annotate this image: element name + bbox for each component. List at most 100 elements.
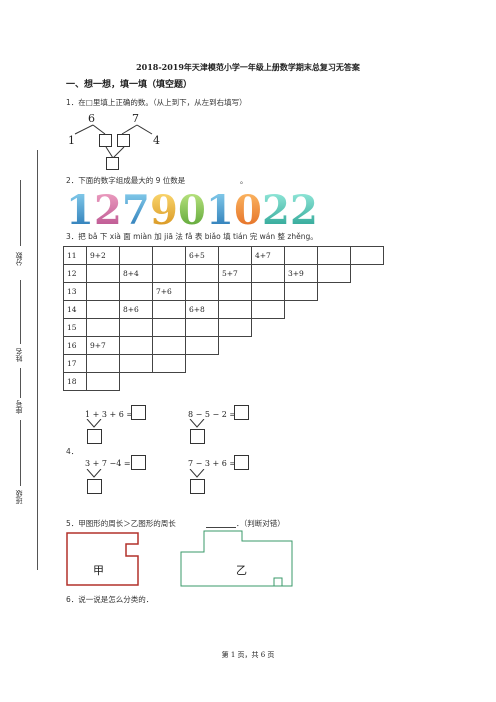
table-cell[interactable]: 7+6 [152, 282, 186, 301]
table-cell[interactable] [152, 318, 186, 337]
row-header-cell: 15 [63, 318, 87, 337]
table-row: 18 [63, 372, 384, 391]
expr-4-step-box[interactable] [190, 479, 205, 494]
table-cell[interactable]: 8+6 [119, 300, 153, 319]
answer-box-bottom[interactable] [106, 157, 119, 170]
empty-space [318, 373, 351, 391]
table-cell[interactable] [317, 264, 351, 283]
digit-2b: 2 [262, 187, 290, 230]
question-2-period: 。 [240, 176, 248, 185]
sidebar-class-label: 班级 [15, 490, 23, 504]
shape-a-label: 甲 [93, 564, 104, 577]
table-cell[interactable] [185, 336, 219, 355]
expr-2-answer-box[interactable] [234, 405, 249, 420]
section-heading: 一、想一想，填一填（填空题） [66, 80, 193, 90]
answer-box-right[interactable] [117, 134, 130, 147]
empty-space [186, 355, 219, 373]
empty-space [351, 283, 384, 301]
table-cell[interactable] [86, 372, 120, 391]
question-3-text: 3．把 bǎ 下 xià 面 miàn 加 jiā 法 fǎ 表 biǎo 填 … [66, 232, 318, 241]
table-cell[interactable] [119, 282, 153, 301]
row-header-cell: 13 [63, 282, 87, 301]
expr-2: 8 − 5 − 2 = [188, 410, 237, 419]
expr-1: 1 + 3 + 6 = [85, 410, 134, 419]
table-cell[interactable] [119, 336, 153, 355]
expr-3-step-box[interactable] [87, 479, 102, 494]
shape-a [66, 532, 139, 586]
table-cell[interactable] [218, 300, 252, 319]
expr-3-answer-box[interactable] [131, 455, 146, 470]
table-cell[interactable] [218, 246, 252, 265]
table-cell[interactable] [119, 318, 153, 337]
table-cell[interactable]: 9+7 [86, 336, 120, 355]
digit-9: 9 [150, 187, 178, 230]
table-cell[interactable] [251, 300, 285, 319]
empty-space [318, 337, 351, 355]
table-cell[interactable] [86, 282, 120, 301]
expr-4-answer-box[interactable] [234, 455, 249, 470]
empty-space [351, 301, 384, 319]
expr-4-bracket [189, 469, 205, 478]
expr-4: 7 − 3 + 6 = [188, 459, 237, 468]
page-footer: 第 1 页，共 6 页 [221, 651, 275, 659]
table-cell[interactable]: 4+7 [251, 246, 285, 265]
table-cell[interactable] [86, 264, 120, 283]
table-cell[interactable]: 8+4 [119, 264, 153, 283]
table-cell[interactable] [119, 246, 153, 265]
empty-space [252, 373, 285, 391]
table-cell[interactable] [152, 336, 186, 355]
empty-space [285, 373, 318, 391]
answer-box-left[interactable] [99, 134, 112, 147]
table-row: 17 [63, 354, 384, 373]
table-cell[interactable]: 6+5 [185, 246, 219, 265]
expr-1-answer-box[interactable] [131, 405, 146, 420]
table-cell[interactable] [152, 246, 186, 265]
shape-b [180, 530, 293, 587]
empty-space [285, 301, 318, 319]
table-cell[interactable]: 5+7 [218, 264, 252, 283]
table-row: 13 7+6 [63, 282, 384, 301]
empty-space [318, 301, 351, 319]
question-1-text: 1．在□里填上正确的数。（从上到下，从左到右填写） [66, 98, 247, 107]
empty-space [351, 355, 384, 373]
expr-3-bracket [86, 469, 102, 478]
table-cell[interactable] [86, 300, 120, 319]
digit-2c: 2 [290, 187, 318, 230]
question-2-text: 2．下面的数字组成最大的 9 位数是 [66, 176, 186, 185]
table-cell[interactable] [119, 354, 153, 373]
row-header-cell: 17 [63, 354, 87, 373]
table-cell[interactable] [86, 318, 120, 337]
question-5-text: 5．甲图形的周长＞乙图形的周长 [66, 519, 176, 528]
table-cell[interactable] [185, 318, 219, 337]
empty-space [285, 355, 318, 373]
expr-2-step-box[interactable] [190, 429, 205, 444]
table-cell[interactable] [185, 264, 219, 283]
table-cell[interactable] [317, 246, 351, 265]
tree-number-6: 6 [88, 112, 95, 125]
empty-space [219, 373, 252, 391]
table-cell[interactable] [251, 282, 285, 301]
table-cell[interactable]: 3+9 [284, 264, 318, 283]
table-cell[interactable] [251, 264, 285, 283]
digit-0b: 0 [234, 187, 262, 230]
table-cell[interactable] [350, 246, 384, 265]
empty-space [351, 373, 384, 391]
table-cell[interactable]: 9+2 [86, 246, 120, 265]
question-4-label: 4． [66, 447, 79, 456]
table-cell[interactable] [284, 282, 318, 301]
expr-1-step-box[interactable] [87, 429, 102, 444]
table-cell[interactable]: 6+8 [185, 300, 219, 319]
question-5-blank[interactable] [206, 527, 236, 528]
table-cell[interactable] [86, 354, 120, 373]
digit-2: 2 [94, 187, 122, 230]
table-cell[interactable] [218, 282, 252, 301]
table-cell[interactable] [185, 282, 219, 301]
table-cell[interactable] [218, 318, 252, 337]
table-cell[interactable] [152, 264, 186, 283]
table-cell[interactable] [284, 246, 318, 265]
table-cell[interactable] [152, 354, 186, 373]
table-cell[interactable] [152, 300, 186, 319]
empty-space [252, 337, 285, 355]
